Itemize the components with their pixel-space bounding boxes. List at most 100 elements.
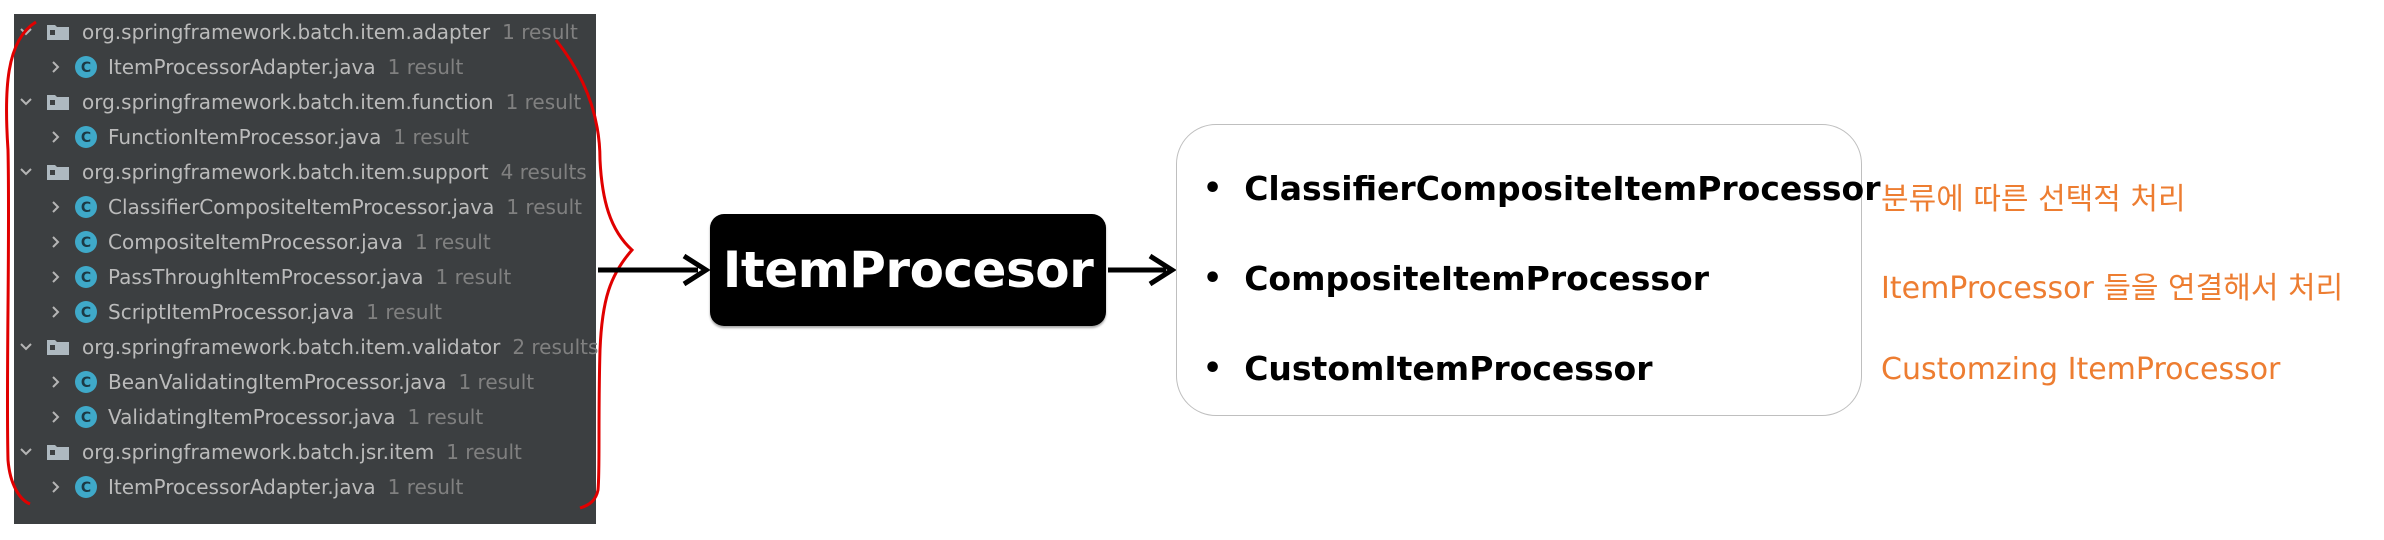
result-count: 1 result	[435, 264, 512, 289]
java-class-icon: C	[75, 195, 97, 218]
folder-icon	[47, 164, 69, 180]
tree-row-file[interactable]: C ClassifierCompositeItemProcessor.java …	[46, 189, 582, 224]
java-class-icon: C	[75, 125, 97, 148]
chevron-right-icon[interactable]	[46, 197, 66, 217]
folder-icon	[47, 94, 69, 110]
tree-row-file[interactable]: C PassThroughItemProcessor.java 1 result	[46, 259, 511, 294]
chevron-right-icon[interactable]	[46, 127, 66, 147]
processor-name: CustomItemProcessor	[1244, 349, 1653, 388]
folder-icon	[47, 444, 69, 460]
file-name: CompositeItemProcessor.java	[108, 229, 404, 254]
svg-text:C: C	[81, 200, 91, 216]
note-composite: ItemProcessor 들을 연결해서 처리	[1881, 271, 2344, 306]
svg-text:C: C	[81, 270, 91, 286]
tree-row-package[interactable]: org.springframework.batch.item.function …	[16, 84, 581, 119]
result-count: 1 result	[505, 89, 582, 114]
tree-row-file[interactable]: C ScriptItemProcessor.java 1 result	[46, 294, 442, 329]
result-count: 1 result	[458, 369, 535, 394]
chevron-right-icon[interactable]	[46, 477, 66, 497]
chevron-right-icon[interactable]	[46, 302, 66, 322]
result-count: 1 result	[387, 474, 464, 499]
chevron-right-icon[interactable]	[46, 372, 66, 392]
arrow-right-icon	[682, 253, 711, 287]
processor-item: • CompositeItemProcessor	[1203, 259, 1709, 298]
file-name: PassThroughItemProcessor.java	[108, 264, 424, 289]
java-class-icon: C	[75, 405, 97, 428]
result-count: 1 result	[446, 439, 522, 464]
bullet-icon: •	[1203, 171, 1223, 206]
result-count: 1 result	[393, 124, 470, 149]
tree-row-file[interactable]: C ItemProcessorAdapter.java 1 result	[46, 469, 463, 504]
java-class-icon: C	[75, 230, 97, 253]
processor-item: • CustomItemProcessor	[1203, 349, 1653, 388]
tree-row-package[interactable]: org.springframework.batch.item.support 4…	[16, 154, 587, 189]
java-class-icon: C	[75, 370, 97, 393]
svg-text:C: C	[81, 305, 91, 321]
tree-row-file[interactable]: C ValidatingItemProcessor.java 1 result	[46, 399, 483, 434]
svg-text:C: C	[81, 235, 91, 251]
red-brace-right	[554, 39, 635, 510]
result-count: 1 result	[366, 299, 442, 324]
svg-text:C: C	[81, 375, 91, 391]
chevron-right-icon[interactable]	[46, 57, 66, 77]
tree-row-file[interactable]: C BeanValidatingItemProcessor.java 1 res…	[46, 364, 534, 399]
processor-name: CompositeItemProcessor	[1244, 259, 1709, 298]
svg-text:C: C	[81, 480, 91, 496]
chevron-down-icon[interactable]	[16, 22, 36, 42]
svg-text:C: C	[81, 60, 91, 76]
chevron-down-icon[interactable]	[16, 442, 36, 462]
file-name: FunctionItemProcessor.java	[108, 124, 382, 149]
java-class-icon: C	[75, 475, 97, 498]
file-name: BeanValidatingItemProcessor.java	[108, 369, 447, 394]
package-name: org.springframework.batch.item.function	[82, 89, 494, 114]
chevron-right-icon[interactable]	[46, 267, 66, 287]
file-name: ItemProcessorAdapter.java	[108, 474, 376, 499]
tree-row-package[interactable]: org.springframework.batch.item.adapter 1…	[16, 14, 578, 49]
result-count: 4 results	[500, 159, 587, 184]
tree-row-file[interactable]: C FunctionItemProcessor.java 1 result	[46, 119, 469, 154]
tree-row-file[interactable]: C CompositeItemProcessor.java 1 result	[46, 224, 491, 259]
note-custom: Customzing ItemProcessor	[1881, 352, 2281, 387]
file-name: ScriptItemProcessor.java	[108, 299, 355, 324]
chevron-down-icon[interactable]	[16, 162, 36, 182]
chevron-down-icon[interactable]	[16, 337, 36, 357]
result-count: 1 result	[407, 404, 484, 429]
java-class-icon: C	[75, 300, 97, 323]
result-count: 1 result	[387, 54, 464, 79]
package-name: org.springframework.batch.jsr.item	[82, 439, 435, 464]
package-name: org.springframework.batch.item.validator	[82, 334, 501, 359]
processor-name: ClassifierCompositeItemProcessor	[1244, 169, 1881, 208]
processor-list-box: • ClassifierCompositeItemProcessor • Com…	[1176, 124, 1881, 416]
item-processor-box: ItemProcesor	[710, 214, 1106, 326]
package-name: org.springframework.batch.item.support	[82, 159, 489, 184]
result-count: 1 result	[506, 194, 582, 219]
item-processor-label: ItemProcesor	[722, 241, 1094, 299]
tree-row-package[interactable]: org.springframework.batch.item.validator…	[16, 329, 598, 364]
chevron-right-icon[interactable]	[46, 407, 66, 427]
search-results-tree: org.springframework.batch.item.adapter 1…	[14, 14, 598, 524]
tree-row-package[interactable]: org.springframework.batch.jsr.item 1 res…	[16, 434, 522, 469]
svg-text:C: C	[81, 410, 91, 426]
file-name: ValidatingItemProcessor.java	[108, 404, 396, 429]
chevron-right-icon[interactable]	[46, 232, 66, 252]
bullet-icon: •	[1203, 351, 1223, 386]
tree-row-file[interactable]: C ItemProcessorAdapter.java 1 result	[46, 49, 463, 84]
red-bracket-left	[4, 20, 37, 506]
package-name: org.springframework.batch.item.adapter	[82, 19, 491, 44]
result-count: 1 result	[415, 229, 491, 254]
folder-icon	[47, 339, 69, 355]
result-count: 2 results	[512, 334, 599, 359]
file-name: ItemProcessorAdapter.java	[108, 54, 376, 79]
processor-item: • ClassifierCompositeItemProcessor	[1203, 169, 1881, 208]
svg-text:C: C	[81, 130, 91, 146]
file-name: ClassifierCompositeItemProcessor.java	[108, 194, 495, 219]
result-count: 1 result	[502, 19, 578, 44]
java-class-icon: C	[75, 55, 97, 78]
chevron-down-icon[interactable]	[16, 92, 36, 112]
folder-icon	[47, 24, 69, 40]
java-class-icon: C	[75, 265, 97, 288]
note-classifier: 분류에 따른 선택적 처리	[1881, 182, 2186, 217]
bullet-icon: •	[1203, 261, 1223, 296]
arrow-right-icon	[1148, 253, 1177, 287]
